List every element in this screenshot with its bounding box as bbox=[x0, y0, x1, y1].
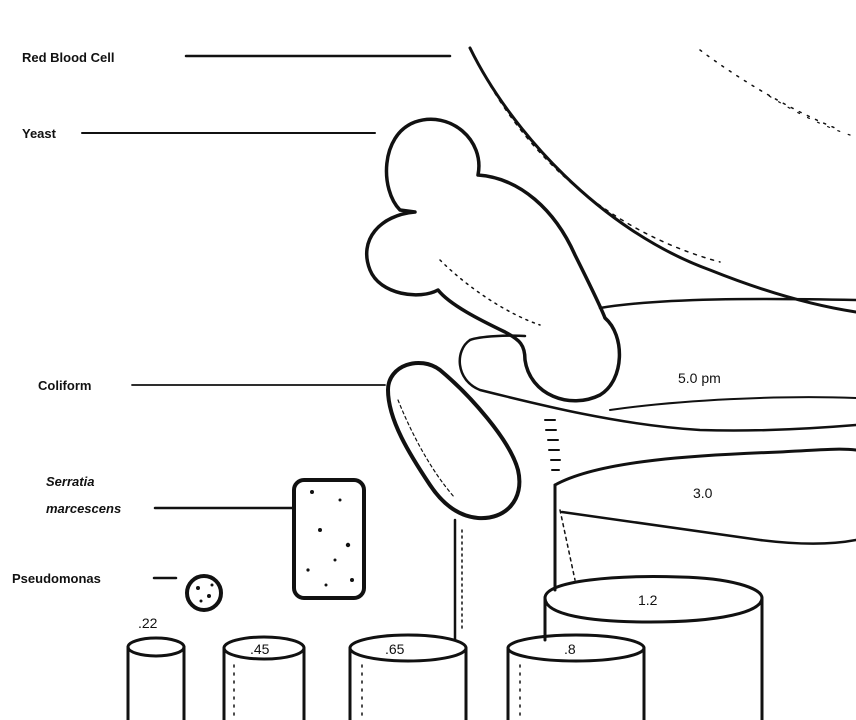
membrane-3-0 bbox=[555, 449, 856, 590]
pore-size-3-0: 3.0 bbox=[693, 485, 713, 501]
label-yeast: Yeast bbox=[22, 126, 57, 141]
pore-size-0-22: .22 bbox=[138, 615, 158, 631]
pore-cylinder-0-8 bbox=[508, 635, 644, 720]
red-blood-cell bbox=[470, 48, 856, 312]
label-serratia-line2: marcescens bbox=[46, 501, 121, 516]
label-coliform: Coliform bbox=[38, 378, 91, 393]
label-red-blood-cell: Red Blood Cell bbox=[22, 50, 114, 65]
pseudomonas-cell bbox=[187, 576, 221, 610]
label-pseudomonas: Pseudomonas bbox=[12, 571, 101, 586]
pore-size-0-8: .8 bbox=[564, 641, 576, 657]
pore-size-0-45: .45 bbox=[250, 641, 270, 657]
membrane-5-0 bbox=[460, 299, 856, 431]
yeast-cell bbox=[367, 119, 620, 400]
coliform-cell bbox=[388, 363, 519, 518]
serratia-marcescens-cell bbox=[294, 480, 364, 598]
label-serratia-line1: Serratia bbox=[46, 474, 94, 489]
pore-cylinder-0-22 bbox=[128, 638, 184, 720]
leader-lines bbox=[82, 56, 450, 578]
pore-size-5-0: 5.0 pm bbox=[678, 370, 721, 386]
pore-cylinder-0-65 bbox=[350, 635, 466, 720]
pore-size-0-65: .65 bbox=[385, 641, 405, 657]
pore-size-1-2: 1.2 bbox=[638, 592, 658, 608]
